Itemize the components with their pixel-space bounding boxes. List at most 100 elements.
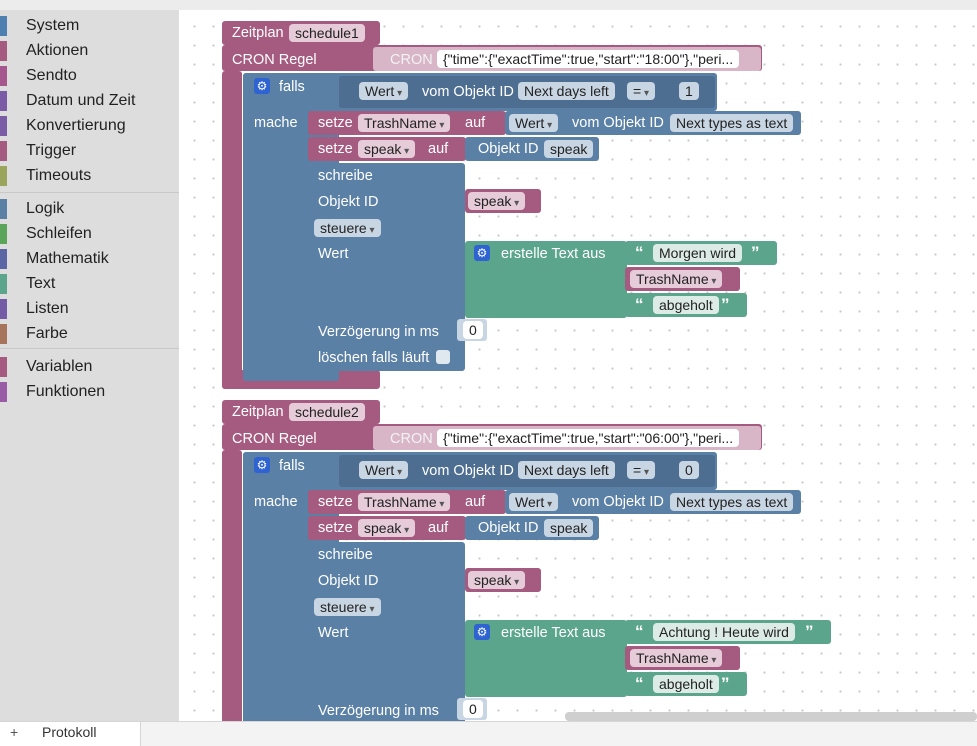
toolbox-category-mathematik[interactable]: Mathematik [0,247,179,271]
auf-label-2: auf [428,141,449,157]
next-days-left-field[interactable]: Next days left [518,461,615,479]
trashname-dropdown[interactable]: TrashName [358,493,451,511]
category-label: Schleifen [26,225,92,242]
schedule-block-spine [222,71,242,389]
setze-label: setze [318,115,353,131]
setze-label: setze [318,494,353,510]
vom-objekt-id-label-2: vom Objekt ID [572,115,664,131]
text-string-field[interactable]: Achtung ! Heute wird [653,623,795,641]
gear-icon[interactable]: ⚙ [254,78,270,94]
toolbox-category-schleifen[interactable]: Schleifen [0,222,179,246]
log-tab[interactable]: + Protokoll [0,722,141,746]
toolbox-category-farbe[interactable]: Farbe [0,322,179,346]
speak-object-field[interactable]: speak [544,140,594,158]
trashname-variable-dropdown[interactable]: TrashName [630,649,723,667]
compare-value-field[interactable]: 0 [679,461,699,479]
next-types-field[interactable]: Next types as text [670,493,794,511]
erstelle-text-label: erstelle Text aus [501,246,606,262]
toolbox-category-timeouts[interactable]: Timeouts [0,164,179,188]
compare-value-field[interactable]: 1 [679,82,699,100]
toolbox-category-datum-und-zeit[interactable]: Datum und Zeit [0,89,179,113]
gear-icon[interactable]: ⚙ [474,245,490,261]
quote-open-icon: “ [635,295,644,314]
schedule-name-field[interactable]: schedule2 [289,403,365,421]
category-label: Funktionen [26,383,106,400]
delay-field[interactable]: 0 [463,321,483,339]
text-join-block[interactable] [465,241,627,318]
category-color-swatch [0,41,7,61]
category-color-swatch [0,91,7,111]
speak-object-field[interactable]: speak [544,519,594,537]
text-string-field-3[interactable]: abgeholt [653,675,719,693]
delay-field[interactable]: 0 [463,700,483,718]
gear-icon[interactable]: ⚙ [254,457,270,473]
quote-close-icon: ” [805,622,814,641]
toolbox-category-system[interactable]: System [0,14,179,38]
toolbox-category-funktionen[interactable]: Funktionen [0,380,179,404]
category-color-swatch [0,66,7,86]
category-color-swatch [0,274,7,294]
cron-rule-label: CRON Regel [232,431,317,447]
category-label: Farbe [26,325,68,342]
erstelle-text-label: erstelle Text aus [501,625,606,641]
toolbox-category-trigger[interactable]: Trigger [0,139,179,163]
next-types-field[interactable]: Next types as text [670,114,794,132]
category-label: Mathematik [26,250,109,267]
toolbox-category-konvertierung[interactable]: Konvertierung [0,114,179,138]
wert-dropdown[interactable]: Wert [359,461,409,479]
category-color-swatch [0,16,7,36]
toolbox-category-text[interactable]: Text [0,272,179,296]
toolbox-category-listen[interactable]: Listen [0,297,179,321]
operator-dropdown[interactable]: = [627,82,655,100]
wert-dropdown-2[interactable]: Wert [509,493,559,511]
category-color-swatch [0,249,7,269]
wert-dropdown[interactable]: Wert [359,82,409,100]
toolbox-category-variablen[interactable]: Variablen [0,355,179,379]
auf-label-2: auf [428,520,449,536]
quote-close-icon: ” [751,243,760,262]
plus-icon[interactable]: + [10,724,19,740]
cron-label: CRON [390,431,433,447]
trashname-dropdown[interactable]: TrashName [358,114,451,132]
next-days-left-field[interactable]: Next days left [518,82,615,100]
horizontal-scrollbar[interactable] [565,712,977,721]
toolbox-category-sendto[interactable]: Sendto [0,64,179,88]
cron-label: CRON [390,52,433,68]
toolbox-separator [0,348,179,349]
gear-icon[interactable]: ⚙ [474,624,490,640]
wert-dropdown-2[interactable]: Wert [509,114,559,132]
wert-label: Wert [318,625,349,641]
setze-label-2: setze [318,520,353,536]
vom-objekt-id-label: vom Objekt ID [422,84,514,100]
category-label: Aktionen [26,42,89,59]
auf-label: auf [465,115,486,131]
cron-value-field[interactable]: {"time":{"exactTime":true,"start":"06:00… [437,429,740,447]
text-string-field-3[interactable]: abgeholt [653,296,719,314]
clear-running-checkbox[interactable] [436,350,450,364]
verzoegerung-label: Verzögerung in ms [318,703,439,719]
cron-value-field[interactable]: {"time":{"exactTime":true,"start":"18:00… [437,50,740,68]
write-block[interactable] [308,163,465,371]
speak-variable-dropdown[interactable]: speak [468,192,526,210]
toolbox-category-logik[interactable]: Logik [0,197,179,221]
speak-dropdown[interactable]: speak [358,519,416,537]
speak-variable-dropdown[interactable]: speak [468,571,526,589]
steuere-dropdown[interactable]: steuere [314,598,381,616]
write-block[interactable] [308,542,465,721]
speak-dropdown[interactable]: speak [358,140,416,158]
category-color-swatch [0,199,7,219]
bottom-panel-bar: + Protokoll [0,721,977,746]
steuere-dropdown[interactable]: steuere [314,219,381,237]
text-string-field[interactable]: Morgen wird [653,244,743,262]
category-color-swatch [0,324,7,344]
vom-objekt-id-label: vom Objekt ID [422,463,514,479]
operator-dropdown[interactable]: = [627,461,655,479]
text-join-block[interactable] [465,620,627,697]
toolbox-separator [0,192,179,193]
trashname-variable-dropdown[interactable]: TrashName [630,270,723,288]
schedule-name-field[interactable]: schedule1 [289,24,365,42]
category-color-swatch [0,357,7,377]
toolbox-category-aktionen[interactable]: Aktionen [0,39,179,63]
